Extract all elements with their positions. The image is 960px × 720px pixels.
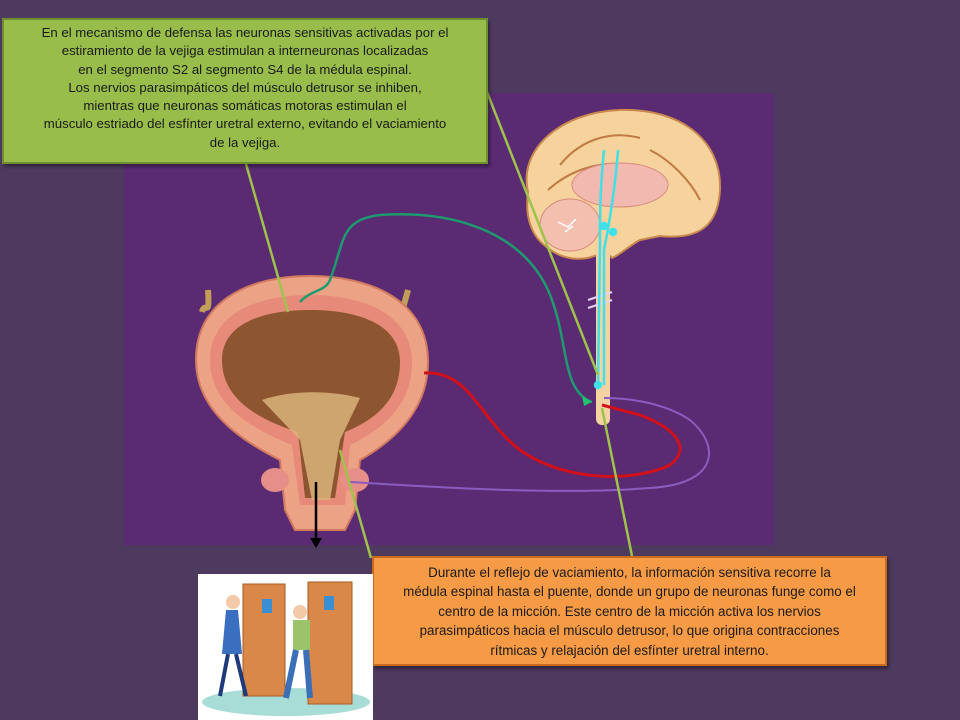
somatic-pathway bbox=[349, 397, 711, 492]
callout-line: músculo estriado del esfínter uretral ex… bbox=[43, 116, 447, 132]
parasympathetic-pathway bbox=[423, 371, 682, 478]
brain-illustration bbox=[525, 108, 722, 260]
callout-line: de la vejiga. bbox=[209, 134, 281, 150]
storage-reflex-callout: En el mecanismo de defensa las neuronas … bbox=[2, 18, 488, 164]
leader-lines bbox=[244, 91, 634, 559]
callout-line: rítmicas y relajación del esfínter uretr… bbox=[490, 642, 769, 658]
bladder-illustration bbox=[194, 274, 430, 531]
restroom-cartoon bbox=[198, 574, 373, 720]
ascending-descending-tracts bbox=[593, 149, 620, 390]
callout-line: Durante el reflejo de vaciamiento, la in… bbox=[428, 565, 831, 580]
callout-line: Los nervios parasimpáticos del músculo d… bbox=[68, 79, 422, 95]
callout-line: parasimpáticos hacia el músculo detrusor… bbox=[419, 623, 840, 639]
callout-line: centro de la micción. Este centro de la … bbox=[438, 603, 821, 619]
callout-line: mientras que neuronas somáticas motoras … bbox=[83, 98, 407, 114]
callout-line: en el segmento S2 al segmento S4 de la m… bbox=[78, 61, 412, 77]
callout-line: estiramiento de la vejiga estimulan a in… bbox=[61, 43, 429, 59]
callout-line: En el mecanismo de defensa las neuronas … bbox=[41, 25, 449, 40]
callout-line: médula espinal hasta el puente, donde un… bbox=[403, 584, 856, 600]
sensory-pathway bbox=[299, 213, 593, 404]
voiding-reflex-callout: Durante el reflejo de vaciamiento, la in… bbox=[372, 556, 887, 666]
